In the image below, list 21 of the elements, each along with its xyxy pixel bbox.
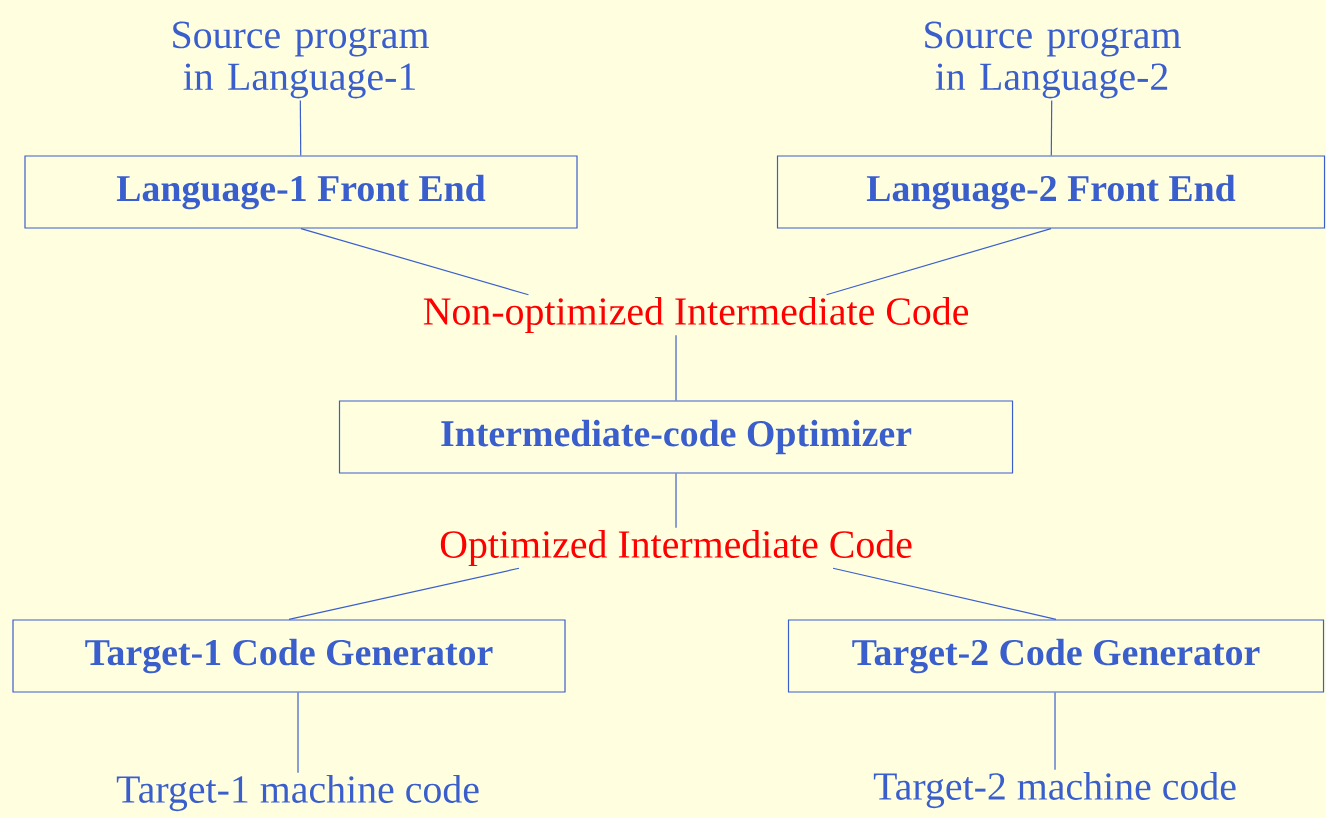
input-label: Source program in Language-2: [925, 21, 1181, 99]
input-label: Source program in Language-1: [173, 21, 429, 99]
process-box: Language-1 Front End: [24, 155, 578, 229]
connector-line: [825, 228, 1052, 296]
output-label: Target-1 machine code: [116, 774, 479, 812]
connector-line: [1050, 100, 1053, 156]
connector-line: [832, 567, 1057, 620]
process-box: Intermediate-code Optimizer: [338, 400, 1014, 474]
connector-line: [675, 473, 677, 529]
connector-line: [300, 228, 530, 296]
connector-line: [675, 334, 677, 401]
output-label: Target-2 machine code: [873, 771, 1236, 809]
code-label: Non-optimized Intermediate Code: [423, 296, 969, 334]
connector-line: [299, 100, 302, 156]
process-box: Target-1 Code Generator: [12, 619, 566, 693]
code-label: Optimized Intermediate Code: [440, 529, 912, 567]
connector-line: [297, 692, 299, 774]
connector-line: [288, 567, 520, 620]
connector-line: [1054, 692, 1056, 771]
process-box: Target-2 Code Generator: [787, 619, 1325, 693]
process-box: Language-2 Front End: [776, 155, 1326, 229]
